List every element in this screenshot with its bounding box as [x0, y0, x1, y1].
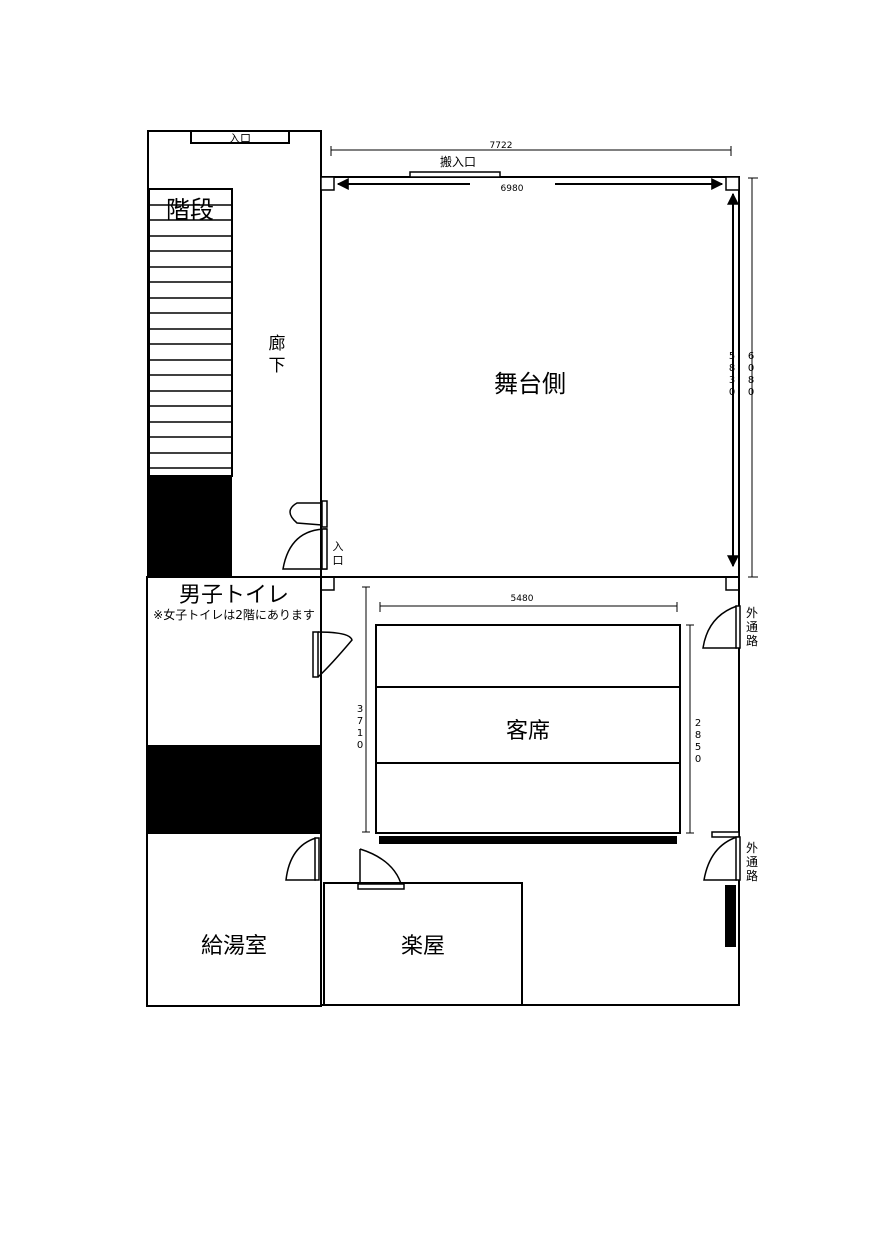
- seats-depth-digit: 8: [695, 730, 701, 741]
- total-depth-dimension: [748, 177, 758, 578]
- toilet-note: ※女子トイレは2階にあります: [153, 607, 315, 622]
- hall-depth-dimension: [362, 586, 370, 833]
- stair-landing-block: [148, 476, 232, 577]
- entrance-top-label: 入口: [229, 132, 251, 145]
- stage-corner-post: [725, 176, 740, 191]
- total-depth-digit: 0: [748, 387, 754, 398]
- outer-passage-door-a: [702, 605, 741, 649]
- corridor-label-top: 廊: [269, 334, 286, 354]
- seats-depth-digit: 5: [695, 742, 701, 753]
- hall-depth-digit: 7: [357, 716, 363, 727]
- stage-area: 搬入口 7722 6980 5 8 3 0 6 0 8: [320, 141, 758, 591]
- dressing-room: 楽屋: [323, 848, 523, 1006]
- dressing-room-door: [357, 848, 405, 890]
- outer-passage-b-2: 通: [746, 855, 758, 869]
- outer-passage-door-b: [703, 831, 741, 881]
- stage-depth-digit: 5: [729, 351, 735, 362]
- total-depth-digit: 8: [748, 375, 754, 386]
- hall-depth-value: 3 7 1 0: [357, 704, 363, 751]
- stage-depth-digit: 3: [729, 375, 735, 386]
- hall-depth-digit: 1: [357, 728, 363, 739]
- entrance-side-label-1: 入: [333, 540, 344, 553]
- seats-depth-value: 2 8 5 0: [695, 718, 701, 765]
- outer-passage-a-2: 通: [746, 620, 758, 634]
- kitchenette-door: [285, 837, 320, 881]
- stage-depth-value: 5 8 3 0: [729, 351, 735, 398]
- seats-depth-dimension: [686, 624, 694, 834]
- toilet-black-block: [147, 745, 321, 833]
- stage-corner-post: [725, 576, 740, 591]
- outer-passage-a-1: 外: [746, 606, 758, 620]
- total-width-value: 7722: [490, 141, 513, 151]
- loading-door: [409, 171, 501, 178]
- stage-side-label: 舞台側: [494, 370, 566, 398]
- entrance-side-label-2: 口: [333, 554, 344, 567]
- stage-corner-post: [320, 576, 335, 591]
- hall-depth-digit: 3: [357, 704, 363, 715]
- total-depth-digit: 6: [748, 351, 754, 362]
- seats-depth-digit: 0: [695, 754, 701, 765]
- stage-depth-digit: 8: [729, 363, 735, 374]
- loading-entrance-label: 搬入口: [440, 154, 476, 169]
- total-width-dimension: [330, 146, 732, 156]
- total-depth-value: 6 0 8 0: [748, 351, 754, 398]
- toilet-door: [312, 631, 353, 678]
- seats-width-dimension: [379, 602, 678, 612]
- seats-width-value: 5480: [511, 594, 534, 604]
- mens-toilet-room: 男子トイレ ※女子トイレは2階にあります: [146, 576, 353, 834]
- staircase: [148, 188, 233, 577]
- outer-passage-a-3: 路: [746, 633, 758, 648]
- stage-corner-post: [320, 176, 335, 191]
- seats-front-bar: [379, 836, 677, 844]
- hall-area: 5480 客席 3 7 1 0 2 8 5 0: [320, 576, 758, 1006]
- outer-passage-b-3: 路: [746, 868, 758, 883]
- corridor-area: 入口: [147, 130, 344, 578]
- hall-depth-digit: 0: [357, 740, 363, 751]
- outer-passage-black-bar: [725, 885, 736, 947]
- stage-depth-digit: 0: [729, 387, 735, 398]
- kitchenette-room: 給湯室: [146, 832, 322, 1007]
- dressing-room-label: 楽屋: [401, 934, 445, 959]
- entrance-top-door: [190, 130, 290, 144]
- stage-width-value: 6980: [501, 184, 524, 194]
- mens-toilet-label: 男子トイレ: [179, 583, 289, 608]
- kitchenette-label: 給湯室: [201, 934, 267, 959]
- stairs-label: 階段: [166, 196, 214, 224]
- corridor-label-bottom: 下: [269, 356, 286, 376]
- audience-seats-label: 客席: [506, 719, 550, 744]
- audience-seating-block: [375, 624, 681, 834]
- seats-depth-digit: 2: [695, 718, 701, 729]
- total-depth-digit: 0: [748, 363, 754, 374]
- outer-passage-b-1: 外: [746, 841, 758, 855]
